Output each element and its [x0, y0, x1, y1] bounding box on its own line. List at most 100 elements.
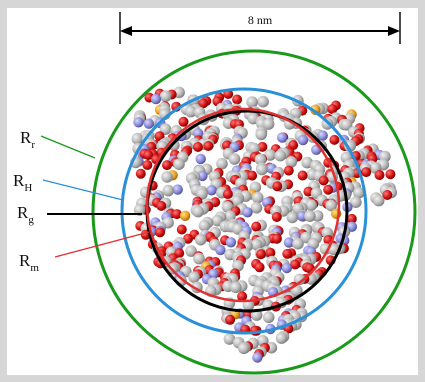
oxygen-atom — [198, 98, 209, 109]
oxygen-atom — [329, 134, 340, 145]
label-r-h: RH — [13, 171, 124, 201]
carbon-atom — [198, 219, 211, 232]
circle-r-r — [91, 49, 417, 375]
oxygen-atom — [162, 160, 172, 171]
protein-radii-diagram: 8 nm Rr RH Rg Rm — [13, 12, 417, 375]
carbon-atom — [250, 202, 263, 214]
carbon-atom — [350, 196, 362, 208]
oxygen-atom — [254, 262, 265, 273]
nitrogen-atom — [283, 237, 295, 248]
carbon-atom — [223, 333, 236, 345]
carbon-atom — [293, 273, 306, 286]
carbon-atom — [161, 171, 173, 183]
oxygen-atom — [385, 169, 396, 180]
carbon-atom — [255, 128, 267, 141]
carbon-atom — [173, 158, 185, 170]
nitrogen-atom — [297, 134, 309, 146]
carbon-atom — [230, 281, 242, 294]
carbon-atom — [188, 271, 200, 284]
svg-text:Rg: Rg — [17, 203, 34, 226]
oxygen-atom — [143, 150, 154, 161]
scale-bar-right-arrow-icon — [388, 26, 400, 36]
carbon-atom — [305, 199, 318, 211]
nitrogen-atom — [206, 185, 217, 196]
carbon-atom — [216, 157, 228, 170]
carbon-atom — [325, 199, 338, 212]
nitrogen-atom — [225, 237, 237, 248]
label-r-g: Rg — [17, 203, 142, 226]
label-r-m: Rm — [19, 231, 150, 274]
oxygen-atom — [265, 247, 276, 258]
nitrogen-atom — [296, 210, 308, 222]
carbon-atom — [221, 201, 234, 213]
oxygen-atom — [251, 221, 262, 232]
carbon-atom — [262, 311, 275, 324]
oxygen-atom — [346, 213, 357, 224]
carbon-atom — [285, 156, 298, 168]
svg-text:Rm: Rm — [19, 251, 39, 274]
carbon-atom — [193, 252, 205, 265]
carbon-atom — [301, 156, 314, 169]
carbon-atom — [250, 238, 263, 251]
oxygen-atom — [323, 184, 334, 195]
carbon-atom — [242, 299, 255, 312]
protein-molecule — [129, 86, 398, 363]
nitrogen-atom — [317, 130, 328, 141]
oxygen-atom — [183, 233, 193, 244]
figure-frame: 8 nm Rr RH Rg Rm — [7, 8, 418, 375]
oxygen-atom — [272, 181, 283, 192]
oxygen-atom — [257, 141, 268, 152]
svg-text:RH: RH — [13, 171, 32, 194]
oxygen-atom — [232, 94, 243, 105]
carbon-atom — [246, 96, 258, 108]
label-r-r: Rr — [20, 128, 96, 159]
carbon-atom — [292, 237, 304, 250]
carbon-atom — [264, 149, 276, 161]
carbon-atom — [192, 205, 204, 218]
circle-r-m — [145, 107, 341, 303]
carbon-atom — [133, 204, 146, 216]
oxygen-atom — [297, 170, 308, 181]
carbon-atom — [228, 153, 241, 165]
carbon-atom — [340, 119, 353, 131]
carbon-atom — [251, 191, 264, 204]
carbon-atom — [275, 332, 288, 344]
oxygen-atom — [135, 168, 146, 179]
nitrogen-atom — [133, 117, 144, 128]
carbon-atom — [286, 211, 299, 224]
nitrogen-atom — [172, 184, 183, 195]
carbon-atom — [194, 233, 207, 246]
carbon-atom — [372, 194, 385, 207]
nitrogen-atom — [281, 262, 292, 274]
oxygen-atom — [282, 248, 293, 259]
oxygen-atom — [256, 249, 266, 260]
oxygen-atom — [203, 141, 214, 151]
oxygen-atom — [171, 209, 182, 220]
oxygen-atom — [327, 104, 338, 115]
oxygen-atom — [361, 167, 372, 178]
oxygen-atom — [271, 212, 282, 222]
nitrogen-atom — [242, 207, 253, 218]
carbon-atom — [257, 95, 269, 108]
carbon-atom — [131, 132, 144, 145]
oxygen-atom — [225, 314, 236, 325]
circle-r-h — [120, 87, 368, 335]
leader-line-r-m — [54, 231, 150, 258]
oxygen-atom — [374, 170, 385, 180]
oxygen-atom — [247, 170, 258, 181]
carbon-atom — [185, 105, 197, 118]
carbon-atom — [159, 90, 172, 102]
carbon-atom — [254, 153, 267, 166]
oxygen-atom — [237, 291, 248, 302]
oxygen-atom — [142, 160, 153, 170]
carbon-atom — [159, 123, 172, 135]
leader-line-r-h — [42, 179, 124, 201]
oxygen-atom — [193, 142, 203, 152]
nitrogen-atom — [143, 118, 154, 129]
oxygen-atom — [283, 165, 294, 176]
oxygen-atom — [222, 189, 233, 200]
oxygen-atom — [178, 116, 189, 127]
oxygen-atom — [176, 224, 187, 235]
carbon-atom — [238, 342, 250, 355]
nitrogen-atom — [215, 244, 226, 256]
